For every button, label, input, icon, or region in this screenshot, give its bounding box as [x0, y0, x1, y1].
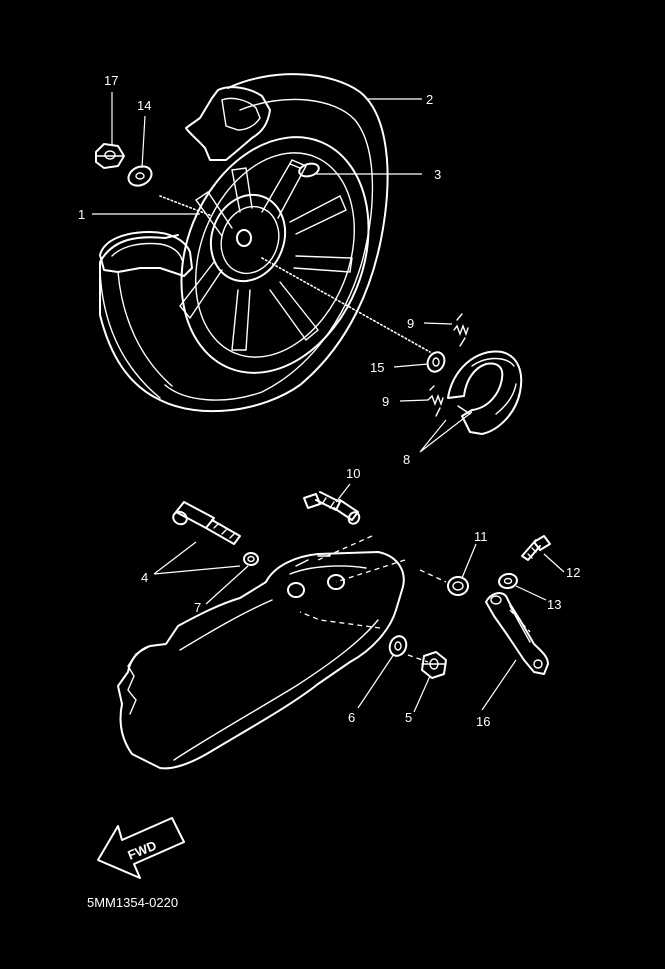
nut-17	[95, 143, 125, 169]
callout-4: 4	[141, 570, 148, 585]
wheel-hub	[209, 193, 287, 283]
rear-wheel-assembly	[99, 73, 389, 413]
callout-5: 5	[405, 710, 412, 725]
swing-arm-axis-line-2	[335, 559, 406, 583]
wheel-rim-outer	[180, 136, 370, 374]
callout-6: 6	[348, 710, 355, 725]
wheel-spokes	[179, 159, 353, 351]
wheel-axis-line	[159, 195, 213, 217]
wheel-hub-drum	[220, 205, 280, 275]
callout-12: 11	[474, 529, 488, 544]
callout-9-lower: 9	[382, 394, 389, 409]
callout-15: 14	[137, 98, 151, 113]
wheel-axis-line-right	[261, 257, 431, 353]
callout-3: 3	[434, 167, 441, 182]
nut-7	[243, 552, 259, 566]
swing-arm-axis-line-3	[299, 611, 381, 629]
tire-inner-contour	[164, 98, 374, 401]
tire-top-section	[185, 86, 271, 161]
diagram-code: 5MM1354-0220	[87, 895, 178, 910]
rear-swing-arm	[117, 551, 405, 770]
callout-13: 12	[566, 565, 580, 580]
tire-left-section-inner	[111, 242, 183, 261]
callout-10: 10	[346, 466, 360, 481]
washer-16	[426, 351, 446, 373]
callout-17: 17	[104, 73, 118, 88]
bolt-13	[521, 535, 551, 561]
tire-left-section	[99, 231, 193, 277]
callout-2: 2	[426, 92, 433, 107]
leader-lines	[92, 92, 565, 713]
forward-direction-arrow: FWD	[97, 817, 185, 879]
cam-lever-axis-line	[407, 654, 429, 663]
swing-arm-axis-line	[317, 535, 373, 561]
tire-valve	[289, 162, 320, 178]
callout-7: 7	[194, 600, 201, 615]
spring-9-upper	[453, 313, 469, 347]
cam-axis-line	[419, 569, 447, 583]
tire-outline	[99, 73, 389, 413]
fwd-label: FWD	[126, 838, 159, 863]
washer-15	[127, 165, 153, 187]
stud-bolt-4-left	[172, 501, 241, 545]
callout-9-upper: 9	[407, 316, 414, 331]
fwd-arrow-icon	[97, 817, 185, 879]
tire-left-sidewall-inner	[117, 271, 173, 387]
washer-6	[388, 635, 408, 657]
tire-left-sidewall	[99, 269, 161, 399]
brake-shoes-8	[447, 350, 523, 435]
callout-16: 15	[370, 360, 384, 375]
wheel-rim-inner	[195, 152, 355, 358]
tire-top-section-inner	[221, 97, 261, 131]
oil-seal-12	[447, 576, 469, 596]
callout-11: 16	[476, 714, 490, 729]
washer-14	[498, 572, 518, 590]
callout-8: 8	[403, 452, 410, 467]
brake-cam-lever-11	[485, 592, 549, 675]
lever-axis-line	[509, 609, 531, 633]
spring-9-lower	[427, 385, 444, 417]
nut-5	[421, 651, 447, 679]
brake-camshaft-10	[303, 491, 361, 525]
callout-1: 1	[78, 207, 85, 222]
callout-14: 13	[547, 597, 561, 612]
callout-labels: 17 14 1 2 3 9 15 9 8 10 4 7 11 12 13 6 5…	[78, 73, 580, 729]
hub-axle-hole	[236, 229, 252, 247]
